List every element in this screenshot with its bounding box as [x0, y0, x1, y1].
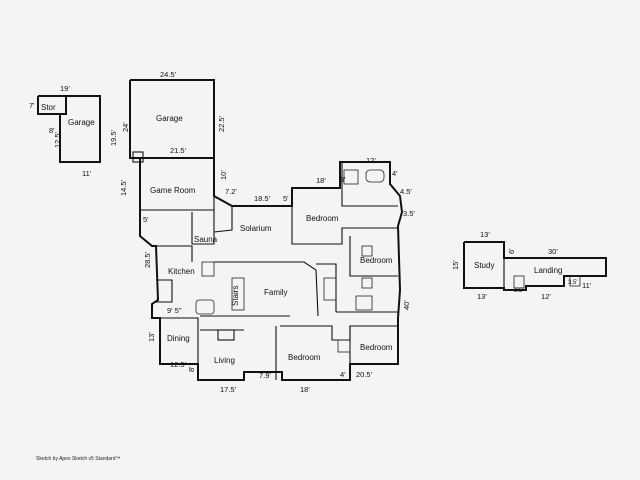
room-label-kitchen: Kitchen	[168, 267, 195, 276]
upper-floor-outline	[463, 241, 607, 291]
detached-garage-outline	[37, 95, 101, 163]
dim-label: 11'	[582, 281, 592, 290]
room-label-living: Living	[214, 356, 235, 365]
dim-label: 24'	[121, 122, 130, 132]
dim-label: 18'	[300, 385, 310, 394]
dim-label: 3.5'	[514, 288, 524, 294]
dim-label: 13'	[480, 230, 490, 239]
dim-label: 24.5'	[160, 70, 177, 79]
room-label-solarium: Solarium	[240, 224, 272, 233]
dim-label: 11'	[82, 169, 92, 178]
dim-label: 13'	[477, 292, 487, 301]
dim-label: 8'	[187, 366, 196, 372]
interior-walls	[140, 162, 398, 380]
room-label-stairs: Stairs	[231, 286, 240, 306]
dim-label: 5'	[283, 194, 289, 203]
dim-label: 12.5'	[53, 131, 62, 148]
dim-label: 17.5'	[220, 385, 237, 394]
room-label-game-room: Game Room	[150, 186, 196, 195]
dim-label: 12'	[366, 156, 376, 165]
room-label-garage-small: Garage	[68, 118, 95, 127]
sketch-credit: Sketch by Apex Sketch v5 Standard™	[36, 456, 121, 462]
dim-label: 13'	[147, 332, 156, 342]
dim-label: 4'	[392, 169, 398, 178]
room-label-family: Family	[264, 288, 288, 297]
dim-label: 8'	[49, 126, 55, 135]
dim-label: 19'	[60, 84, 70, 93]
room-label-bedroom-1: Bedroom	[306, 214, 339, 223]
dim-label: 14.5'	[119, 179, 128, 196]
dim-label: 3.5'	[403, 209, 415, 218]
room-label-stor: Stor	[41, 103, 56, 112]
dim-label: 12'	[541, 292, 551, 301]
dim-label: 28.5'	[143, 251, 152, 268]
dim-label: 19.5'	[109, 129, 118, 146]
dim-label: 18'	[316, 176, 326, 185]
dim-label: 7.9'	[259, 371, 271, 380]
dim-label: 3.5'	[568, 280, 578, 286]
dim-label: 7.2'	[225, 187, 237, 196]
dim-label: 12.5'	[170, 360, 187, 369]
room-label-bedroom-3: Bedroom	[288, 353, 321, 362]
room-label-sauna: Sauna	[194, 235, 218, 244]
dim-label: 30'	[548, 247, 558, 256]
dim-label: 20.5'	[356, 370, 373, 379]
dim-label: 18.5'	[254, 194, 271, 203]
dim-label: 22.5'	[217, 115, 226, 132]
dim-label: 6'	[340, 175, 346, 184]
room-label-bedroom-2: Bedroom	[360, 256, 393, 265]
room-label-landing: Landing	[534, 266, 562, 275]
dimension-labels: 19' 7' 8' 12.5' 11' 24.5' 24' 19.5' 22.5…	[29, 70, 592, 394]
dim-label: 21.5'	[170, 146, 187, 155]
dim-label: 6'	[507, 248, 516, 254]
dim-label: 4.5'	[400, 187, 412, 196]
dim-label: 7'	[29, 101, 35, 110]
house-exterior-walls	[130, 157, 404, 381]
dim-label: 15'	[451, 260, 460, 270]
dim-label: 10'	[219, 170, 228, 180]
dim-label: 4'	[340, 370, 346, 379]
dim-label: 40'	[402, 300, 411, 310]
room-label-bedroom-4: Bedroom	[360, 343, 393, 352]
room-label-garage: Garage	[156, 114, 183, 123]
dim-label: 9' 5"	[167, 306, 182, 315]
room-label-study: Study	[474, 261, 494, 270]
dim-label: 5'	[143, 215, 149, 224]
room-label-dining: Dining	[167, 334, 190, 343]
